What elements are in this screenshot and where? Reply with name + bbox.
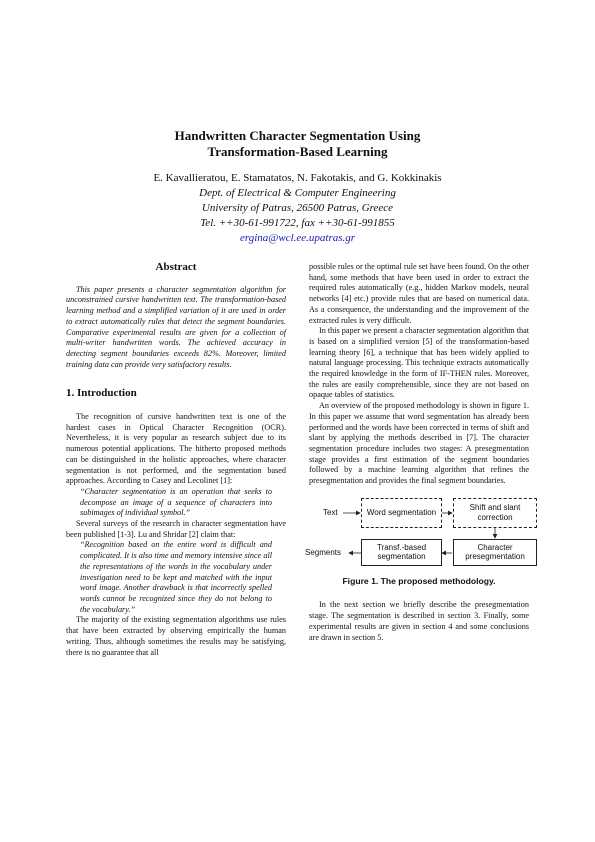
body-paragraph: In the next section we briefly describe … [309, 600, 529, 642]
title-line-2: Transformation-Based Learning [207, 144, 388, 159]
left-column: Abstract This paper presents a character… [66, 262, 286, 658]
author-names: E. Kavallieratou, E. Stamatatos, N. Fako… [153, 172, 442, 184]
body-paragraph: An overview of the proposed methodology … [309, 401, 529, 486]
abstract: This paper presents a character segmenta… [66, 285, 286, 371]
contact-phone: Tel. ++30-61-991722, fax ++30-61-991855 [200, 217, 395, 229]
box-transformation-based-segmentation: Transf.-based segmentation [361, 538, 442, 566]
quote-casey-lecolinet: “Character segmentation is an operation … [80, 486, 272, 518]
intro-paragraph: The majority of the existing segmentatio… [66, 615, 286, 657]
section-heading-introduction: 1. Introduction [66, 387, 137, 400]
body-paragraph: In this paper we present a character seg… [309, 326, 529, 400]
figure-1-diagram: Text Word segmentation Shift and slant c… [305, 496, 537, 566]
affiliation-university: University of Patras, 26500 Patras, Gree… [201, 202, 394, 214]
input-text-label: Text [323, 507, 338, 517]
output-segments-label: Segments [305, 547, 342, 557]
figure-1-caption: Figure 1. The proposed methodology. [342, 575, 496, 586]
box-character-presegmentation: Character presegmentation [453, 538, 537, 566]
intro-paragraph: Several surveys of the research in chara… [66, 519, 286, 539]
author-block: E. Kavallieratou, E. Stamatatos, N. Fako… [0, 171, 595, 246]
abstract-text: This paper presents a character segmenta… [66, 284, 286, 369]
abstract-heading: Abstract [155, 261, 197, 273]
contact-email[interactable]: ergina@wcl.ee.upatras.gr [239, 232, 356, 244]
quote-lu-shridar: “Recognition based on the entire word is… [80, 540, 272, 614]
title-line-1: Handwritten Character Segmentation Using [174, 128, 421, 143]
box-word-segmentation: Word segmentation [361, 497, 442, 528]
paper-title: Handwritten Character Segmentation Using… [0, 128, 595, 160]
intro-paragraph: The recognition of cursive handwritten t… [66, 412, 286, 486]
figure-arrows [343, 510, 498, 556]
box-shift-slant-correction: Shift and slant correction [453, 497, 537, 528]
affiliation-dept: Dept. of Electrical & Computer Engineeri… [199, 187, 396, 199]
right-column: possible rules or the optimal rule set h… [305, 262, 537, 643]
body-paragraph: possible rules or the optimal rule set h… [309, 262, 529, 325]
